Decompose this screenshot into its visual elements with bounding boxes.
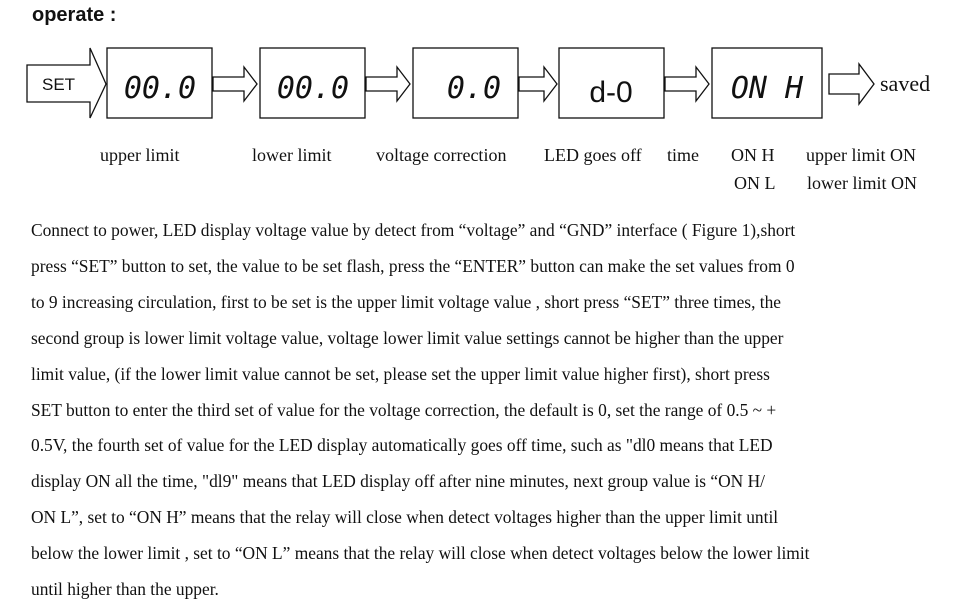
arrow-right-icon (828, 62, 875, 106)
arrow-right-icon (212, 65, 258, 103)
display-box-lower-limit (259, 47, 366, 119)
display-box-voltage-correction (412, 47, 519, 119)
paragraph-line: limit value, (if the lower limit value c… (31, 363, 770, 384)
caption-led-goes-off: LED goes off (544, 145, 642, 165)
display-box-upper-limit (106, 47, 213, 119)
display-relay-mode: ON H (731, 71, 804, 106)
display-lower-limit: 00.0 (277, 71, 349, 106)
display-voltage-correction: 0.0 (447, 71, 501, 106)
caption-voltage-correction: voltage correction (376, 145, 507, 165)
caption-lower-limit: lower limit (252, 145, 332, 165)
saved-label: saved (880, 71, 930, 96)
set-arrow-shape (26, 47, 107, 119)
display-box-led-off-time (558, 47, 665, 119)
display-box-relay-mode (711, 47, 823, 119)
paragraph-line: SET button to enter the third set of val… (31, 399, 777, 420)
section-heading: operate : (32, 4, 117, 26)
paragraph-line: ON L”, set to “ON H” means that the rela… (31, 507, 779, 528)
display-led-off-time: d-0 (589, 76, 632, 109)
set-label: SET (42, 75, 75, 94)
caption-upper-limit: upper limit (100, 145, 180, 165)
arrow-right-icon (664, 65, 710, 103)
paragraph-line: to 9 increasing circulation, first to be… (31, 291, 782, 312)
arrow-right-icon (518, 65, 558, 103)
caption-lower-limit-on: lower limit ON (807, 173, 917, 193)
operation-flow-diagram: SET 00.0 00.0 0.0 d-0 ON H saved (26, 47, 930, 119)
display-upper-limit: 00.0 (124, 71, 196, 106)
caption-time: time (667, 145, 699, 165)
paragraph-line: display ON all the time, "dl9" means tha… (31, 471, 765, 492)
paragraph-line: press “SET” button to set, the value to … (31, 255, 795, 276)
instructions-paragraph: Connect to power, LED display voltage va… (31, 213, 931, 608)
caption-on-l: ON L (734, 173, 776, 193)
paragraph-line: Connect to power, LED display voltage va… (31, 220, 796, 240)
caption-on-h: ON H (731, 145, 775, 165)
paragraph-line: below the lower limit , set to “ON L” me… (31, 543, 810, 564)
paragraph-line: second group is lower limit voltage valu… (31, 327, 784, 348)
paragraph-line: 0.5V, the fourth set of value for the LE… (31, 435, 773, 456)
paragraph-line: until higher than the upper. (31, 579, 219, 600)
caption-upper-limit-on: upper limit ON (806, 145, 916, 165)
arrow-right-icon (365, 65, 411, 103)
